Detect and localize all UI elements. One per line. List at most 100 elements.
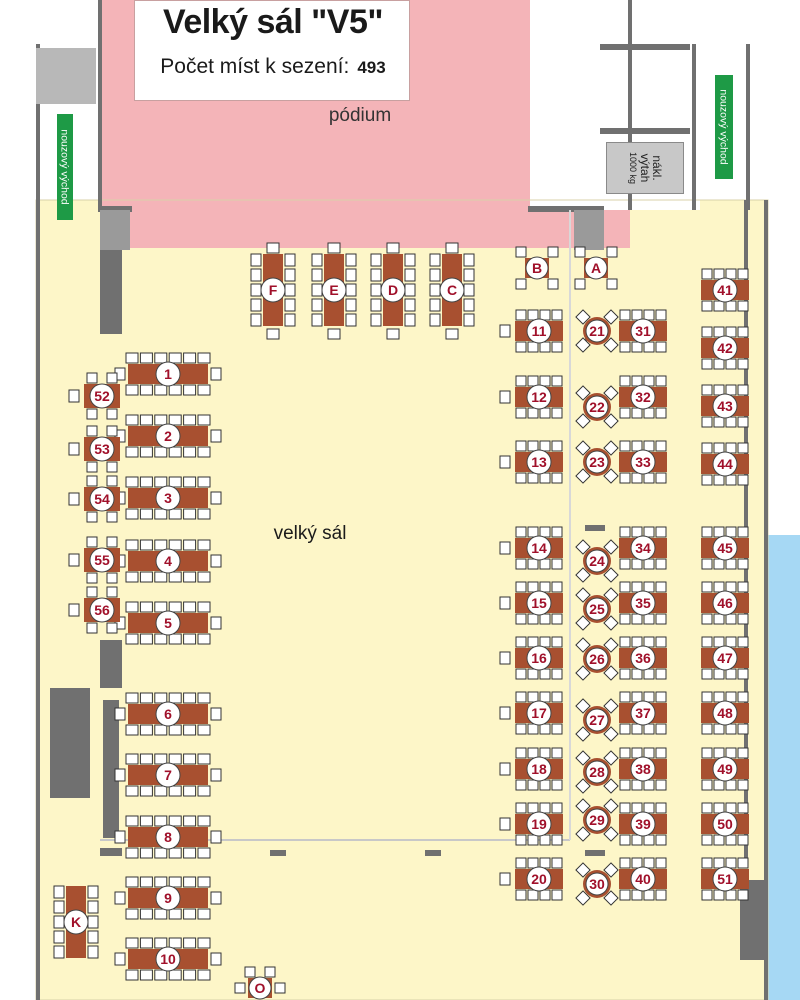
chair <box>345 298 357 312</box>
table-label-circle <box>585 708 609 732</box>
table-17: 17 <box>499 691 563 735</box>
table-label-circle <box>630 318 656 344</box>
chair <box>345 283 357 297</box>
chair <box>619 723 631 735</box>
table-label-circle <box>526 384 552 410</box>
chair <box>574 246 586 258</box>
chair <box>168 601 182 613</box>
chair <box>515 747 527 759</box>
chair <box>527 309 539 321</box>
chair <box>631 472 643 484</box>
chair <box>463 283 475 297</box>
chair <box>631 691 643 703</box>
chair <box>643 613 655 625</box>
window-strip <box>768 535 800 1000</box>
chair <box>250 283 262 297</box>
table-51: 51 <box>701 857 749 901</box>
chair <box>168 908 182 920</box>
chair <box>631 341 643 353</box>
chair <box>183 508 197 520</box>
chair <box>737 802 749 814</box>
chair <box>345 313 357 327</box>
chair <box>527 691 539 703</box>
emergency-exit-label-left: nouzový východ <box>59 129 72 205</box>
chair <box>619 472 631 484</box>
chair <box>197 352 211 364</box>
table-5: 5 <box>114 601 222 645</box>
chair <box>725 857 737 869</box>
chair <box>139 815 153 827</box>
chair <box>631 581 643 593</box>
wall-segment <box>746 44 750 210</box>
chair <box>737 442 749 454</box>
chair <box>603 587 619 603</box>
chair <box>643 440 655 452</box>
table-label: 13 <box>531 454 547 470</box>
chair <box>737 581 749 593</box>
chair <box>139 724 153 736</box>
chair <box>701 358 713 370</box>
chair <box>713 668 725 680</box>
tables-layer: 1234567891011121314151617181920212223242… <box>53 242 749 1000</box>
chair <box>125 692 139 704</box>
chair <box>539 691 551 703</box>
chair <box>575 385 591 401</box>
chair <box>499 706 511 720</box>
chair <box>551 834 563 846</box>
chair <box>539 889 551 901</box>
chair <box>619 834 631 846</box>
table-label-circle <box>712 866 738 892</box>
chair <box>197 847 211 859</box>
table-54: 54 <box>68 475 120 523</box>
chair <box>619 747 631 759</box>
table-label-circle <box>630 590 656 616</box>
chair <box>725 581 737 593</box>
table-label: 31 <box>635 323 651 339</box>
table-K: K <box>53 885 99 959</box>
chair <box>539 723 551 735</box>
table-label: 28 <box>589 764 605 780</box>
chair <box>713 636 725 648</box>
chair <box>575 862 591 878</box>
chair <box>539 375 551 387</box>
chair <box>737 358 749 370</box>
table-label: 42 <box>717 340 733 356</box>
chair <box>539 440 551 452</box>
chair <box>139 352 153 364</box>
chair <box>445 328 459 340</box>
chair <box>154 908 168 920</box>
table-label-circle <box>585 872 609 896</box>
table-49: 49 <box>701 747 749 791</box>
table-23: 23 <box>575 440 619 484</box>
chair <box>515 857 527 869</box>
chair <box>655 691 667 703</box>
chair <box>154 633 168 645</box>
chair <box>168 876 182 888</box>
chair <box>168 753 182 765</box>
chair <box>183 876 197 888</box>
table-label-circle <box>712 811 738 837</box>
chair <box>551 691 563 703</box>
table-label-circle <box>260 277 286 303</box>
table-label: 46 <box>717 595 733 611</box>
chair <box>183 352 197 364</box>
chair <box>429 298 441 312</box>
chair <box>210 707 222 721</box>
lift-line-2: výtah <box>638 153 652 183</box>
chair <box>575 587 591 603</box>
table-label-circle <box>155 885 181 911</box>
chair <box>551 558 563 570</box>
chair <box>575 539 591 555</box>
chair <box>168 937 182 949</box>
table-label: 16 <box>531 650 547 666</box>
table-C: C <box>429 242 475 340</box>
chair <box>539 341 551 353</box>
chair <box>515 341 527 353</box>
chair <box>139 476 153 488</box>
chair <box>737 268 749 280</box>
table-30: 30 <box>575 862 619 906</box>
table-55: 55 <box>68 536 120 584</box>
table-label-circle <box>630 449 656 475</box>
table-26: 26 <box>575 637 619 681</box>
chair <box>106 461 118 473</box>
